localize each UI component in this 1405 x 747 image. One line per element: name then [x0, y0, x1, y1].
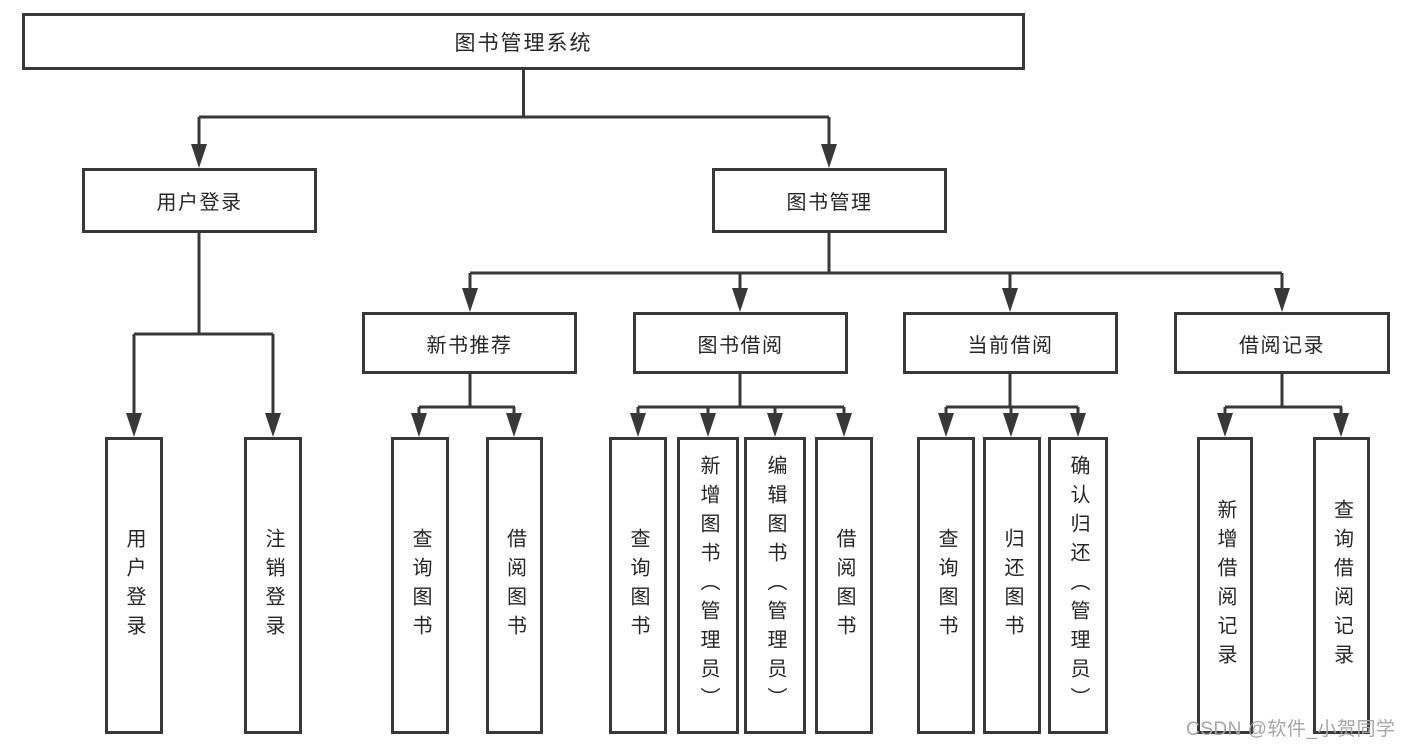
leaf-edit-books-admin: 编辑图书（管理员）: [744, 437, 806, 734]
node-borrowing-records: 借阅记录: [1174, 312, 1390, 374]
node-label: 归还图书: [1001, 527, 1023, 644]
leaf-return-books: 归还图书: [983, 437, 1041, 734]
node-label: 确认归还（管理员）: [1067, 455, 1089, 716]
node-label: 新增借阅记录: [1214, 498, 1236, 673]
leaf-query-borrow-record: 查询借阅记录: [1313, 437, 1370, 734]
node-label: 查询借阅记录: [1330, 498, 1353, 673]
node-label: 查询图书: [627, 527, 649, 644]
node-root-library-system: 图书管理系统: [22, 13, 1025, 70]
csdn-watermark: CSDN @软件_小贺同学: [1186, 719, 1396, 740]
node-current-borrowing: 当前借阅: [903, 312, 1118, 374]
leaf-borrow-books-recommend: 借阅图书: [486, 437, 543, 734]
node-label: 图书借阅: [697, 334, 784, 357]
node-label: 注销登录: [262, 527, 284, 644]
node-user-login: 用户登录: [82, 168, 317, 233]
node-label: 新增图书（管理员）: [697, 455, 719, 716]
leaf-query-books-recommend: 查询图书: [391, 437, 449, 734]
leaf-confirm-return-admin: 确认归还（管理员）: [1048, 437, 1108, 734]
node-label: 查询图书: [935, 527, 957, 644]
leaf-query-books-current: 查询图书: [917, 437, 975, 734]
node-label: 编辑图书（管理员）: [764, 455, 786, 716]
node-label: 借阅记录: [1239, 334, 1325, 357]
leaf-add-books-admin: 新增图书（管理员）: [677, 437, 739, 734]
node-new-book-recommend: 新书推荐: [362, 312, 577, 374]
node-book-borrowing: 图书借阅: [633, 312, 848, 374]
leaf-add-borrow-record: 新增借阅记录: [1197, 437, 1253, 734]
node-label: 借阅图书: [503, 527, 526, 644]
node-label: 用户登录: [123, 527, 145, 644]
leaf-user-login: 用户登录: [105, 437, 163, 734]
node-book-management: 图书管理: [712, 168, 947, 233]
node-label: 用户登录: [156, 192, 243, 214]
leaf-borrow-books-borrowing: 借阅图书: [815, 437, 873, 734]
node-label: 新书推荐: [426, 334, 513, 357]
node-label: 查询图书: [409, 527, 431, 644]
leaf-logout: 注销登录: [244, 437, 302, 734]
node-label: 图书管理系统: [454, 31, 593, 55]
leaf-query-books-borrowing: 查询图书: [609, 437, 667, 734]
node-label: 当前借阅: [967, 334, 1054, 357]
connector-arrows: [126, 117, 1349, 437]
node-label: 借阅图书: [833, 527, 855, 644]
node-label: 图书管理: [786, 192, 873, 214]
